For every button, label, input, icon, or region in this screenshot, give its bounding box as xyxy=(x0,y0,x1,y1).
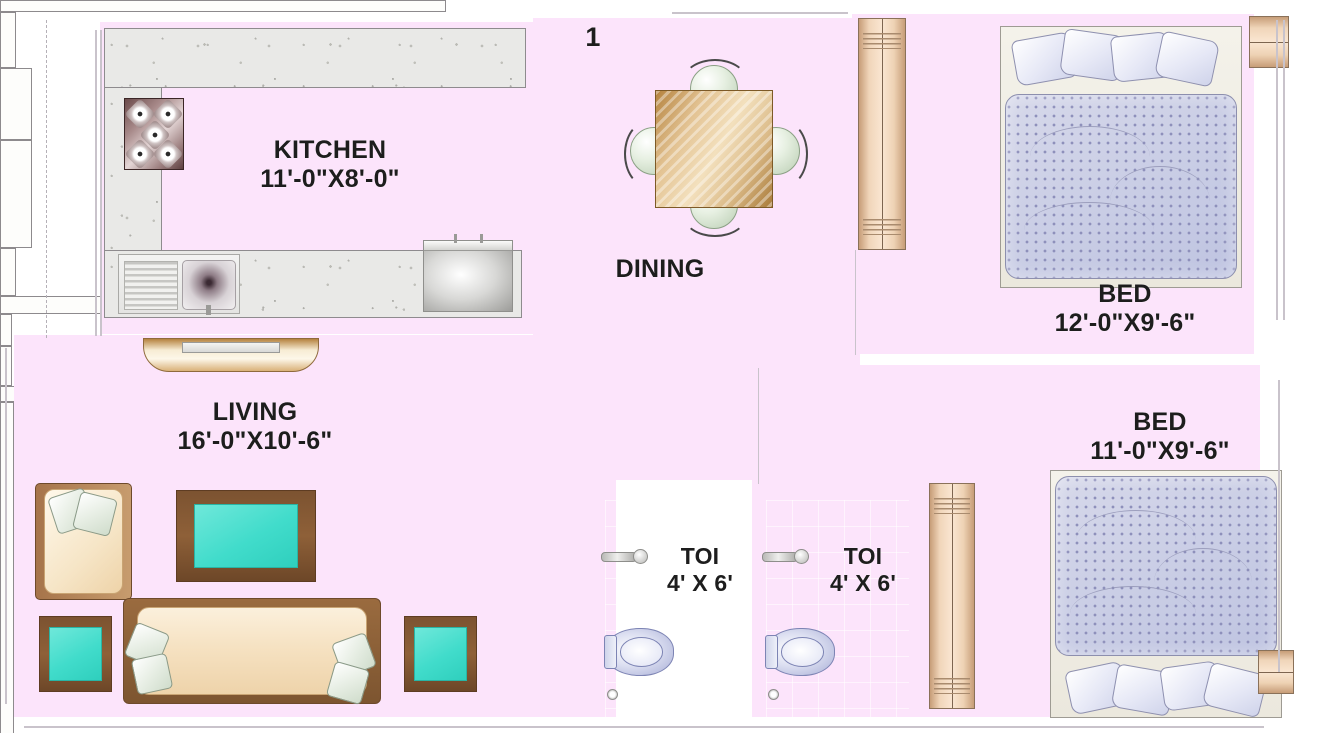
wardrobe-bed-1 xyxy=(858,18,906,250)
wardrobe-spine xyxy=(952,484,953,708)
kitchen-sink-unit xyxy=(118,254,240,315)
bed1-wall-left xyxy=(0,402,14,733)
wardrobe-slats xyxy=(933,498,971,514)
kitchen-door-jamb-top xyxy=(0,12,16,68)
bed-1 xyxy=(1000,16,1242,291)
wc-cistern xyxy=(764,635,778,669)
console-panel xyxy=(182,341,280,354)
lobby-floor xyxy=(600,348,860,480)
bed-2-quilt-fold xyxy=(1070,586,1196,641)
room-label-toilet-1: TOI 4' X 6' xyxy=(620,543,780,596)
dining-chair-arc-bottom xyxy=(682,191,748,237)
sofa-cushion xyxy=(130,652,174,696)
bed-1-side-cabinet xyxy=(1249,16,1289,68)
kitchen-wall-top xyxy=(0,0,446,12)
cabinet-spine xyxy=(1259,672,1293,673)
toilet2-floor-drain xyxy=(768,689,779,700)
outer-wall-bottom-line xyxy=(24,726,1264,728)
dining-chair-arc-left xyxy=(624,121,670,187)
kitchen-wall-left-outer xyxy=(95,30,97,336)
unit-number: 1 xyxy=(585,22,601,52)
setback-line xyxy=(46,20,47,338)
bed-2-quilt-fold xyxy=(1076,510,1196,569)
toilet1-wc xyxy=(603,628,674,676)
side-table-glass xyxy=(413,627,468,681)
bed-1-quilt-fold xyxy=(1024,202,1154,258)
bed-2-name: BED xyxy=(1133,408,1187,436)
tv-console xyxy=(143,338,319,372)
toilet1-floor xyxy=(605,500,745,717)
sink-tap xyxy=(206,305,211,315)
outer-wall-right-line-b xyxy=(1283,20,1285,320)
room-label-kitchen: KITCHEN 11'-0"X8'-0" xyxy=(180,136,480,194)
toilet2-wc xyxy=(764,628,835,676)
dining-table xyxy=(655,90,773,208)
bed-2-quilt-fold xyxy=(1154,548,1252,617)
toilet-2-name: TOI xyxy=(843,543,883,569)
living-dims: 16'-0"X10'-6" xyxy=(177,427,333,455)
dining-name: DINING xyxy=(615,255,705,283)
wardrobe-slats xyxy=(862,33,902,49)
kitchen-door-jamb-bottom xyxy=(0,248,16,296)
kitchen-name: KITCHEN xyxy=(273,136,387,164)
kitchen-counter-top xyxy=(104,28,526,88)
bed-2-dims: 11'-0"X9'-6" xyxy=(1090,437,1230,465)
dining-set xyxy=(620,55,810,240)
wc-cistern xyxy=(603,635,617,669)
dining-chair-arc-right xyxy=(762,121,808,187)
basin-tap xyxy=(454,234,457,243)
kitchen-dims: 11'-0"X8'-0" xyxy=(260,165,400,193)
sink-bowl xyxy=(182,260,236,310)
room-label-living: LIVING 16'-0"X10'-6" xyxy=(105,398,405,456)
toilet1-floor-drain xyxy=(607,689,618,700)
toilet-2-dims: 4' X 6' xyxy=(829,569,897,596)
outer-wall-right-line-c xyxy=(1278,380,1280,672)
cabinet-spine xyxy=(1250,42,1288,43)
wc-seat xyxy=(619,637,664,667)
wash-basin xyxy=(423,234,513,312)
toilet1-shower-head xyxy=(633,549,648,564)
toilet2-floor xyxy=(766,500,909,717)
basin-rim xyxy=(424,241,512,251)
sink-drainboard xyxy=(124,261,178,310)
wardrobe-slats xyxy=(933,678,971,694)
corridor-wall-jamb xyxy=(0,314,12,346)
bed-2 xyxy=(1050,470,1282,725)
outer-wall-right-line-a xyxy=(1276,20,1278,320)
bed-1-quilt-fold xyxy=(1030,126,1150,187)
room-label-bed-2: BED 11'-0"X9'-6" xyxy=(1010,408,1310,466)
sofa-seat xyxy=(136,607,368,695)
center-table-glass xyxy=(193,503,299,569)
outer-wall-left-line xyxy=(5,348,7,704)
bed-1-dims: 12'-0"X9'-6" xyxy=(1054,309,1196,337)
wardrobe-bed-2 xyxy=(929,483,975,709)
toilet-divider-vertical xyxy=(758,368,760,484)
kitchen-wall-right-upper xyxy=(0,68,32,140)
living-name: LIVING xyxy=(212,398,298,426)
side-table-right xyxy=(404,616,477,692)
kitchen-wall-left-inner xyxy=(100,30,102,336)
room-label-dining: DINING xyxy=(565,255,755,284)
side-table-left xyxy=(39,616,112,692)
bed-1-name: BED xyxy=(1098,280,1152,308)
toilet2-shower-head xyxy=(794,549,809,564)
lobby-divider-vertical xyxy=(855,250,857,355)
toilet-1-dims: 4' X 6' xyxy=(666,569,734,596)
side-table-glass xyxy=(48,627,103,681)
toilet-1-name: TOI xyxy=(680,543,720,569)
dining-ceiling-line xyxy=(672,12,848,14)
hob-cooktop xyxy=(124,98,184,170)
center-table xyxy=(176,490,316,582)
bed-2-side-cabinet xyxy=(1258,650,1294,694)
basin-tap xyxy=(480,234,483,243)
bed-1-quilt-fold xyxy=(1110,166,1210,237)
room-label-bed-1: BED 12'-0"X9'-6" xyxy=(975,280,1275,338)
wc-seat xyxy=(780,637,825,667)
dining-chair-arc-top xyxy=(682,59,748,105)
room-label-toilet-2: TOI 4' X 6' xyxy=(783,543,943,596)
wardrobe-slats xyxy=(862,219,902,235)
kitchen-wall-right-lower xyxy=(0,140,32,248)
wardrobe-spine xyxy=(882,19,883,249)
